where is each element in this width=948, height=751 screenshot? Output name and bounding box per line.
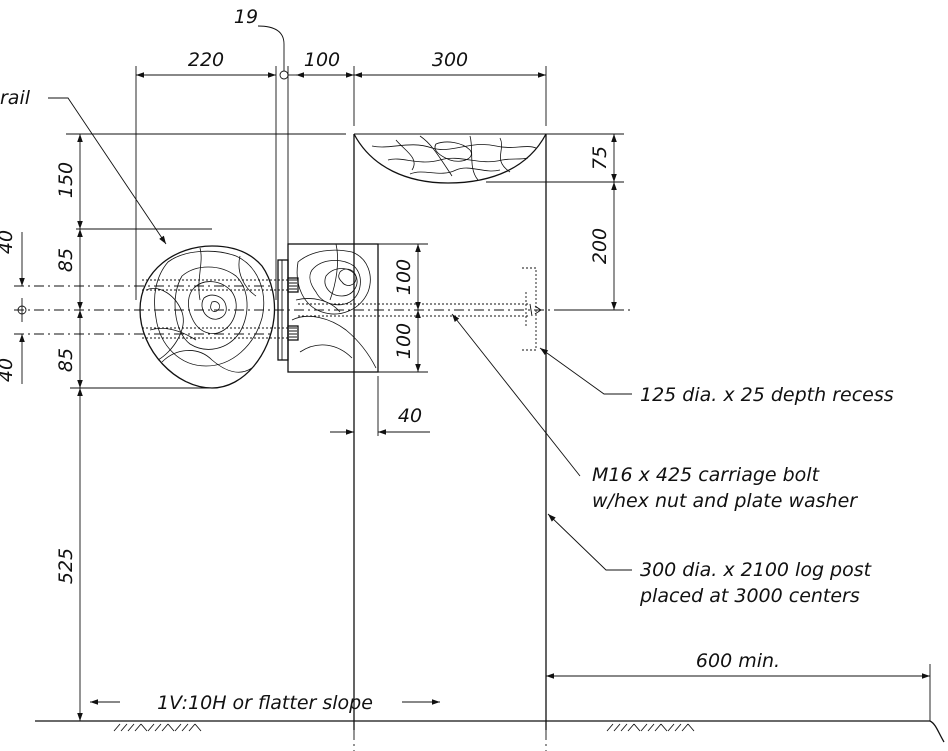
top-dimensions — [135, 25, 547, 300]
post-note-line2: placed at 3000 centers — [639, 585, 860, 607]
block-dimensions — [378, 243, 428, 373]
dim-100-upper: 100 — [393, 259, 415, 295]
bolt-note-line1: M16 x 425 carriage bolt — [592, 464, 821, 486]
dim-200: 200 — [589, 228, 611, 264]
centerlines — [14, 285, 630, 335]
ground-line — [35, 720, 945, 743]
post-note-line1: 300 dia. x 2100 log post — [640, 559, 873, 581]
dim-75: 75 — [589, 146, 611, 170]
dim-525: 525 — [55, 548, 77, 584]
dim-100-block: 100 — [304, 49, 340, 71]
rail-log — [76, 228, 276, 389]
right-dimensions — [486, 133, 624, 311]
ground-hatch — [113, 723, 695, 732]
recess-note: 125 dia. x 25 depth recess — [640, 384, 894, 406]
dim-220: 220 — [188, 49, 224, 71]
bolt-lines — [142, 279, 528, 339]
dim-40-lower: 40 — [0, 358, 17, 382]
dim-300: 300 — [432, 49, 468, 71]
slope-label: 1V:10H or flatter slope — [157, 692, 373, 714]
dim-19: 19 — [234, 6, 258, 28]
dim-600-min: 600 min. — [696, 650, 780, 672]
dim-85-lower: 85 — [55, 348, 77, 372]
dim-150: 150 — [55, 162, 77, 198]
spacer-block — [287, 243, 379, 373]
rail-label: rail — [0, 87, 31, 109]
bolt-note-line2: w/hex nut and plate washer — [592, 490, 858, 512]
dim-40-upper: 40 — [0, 230, 17, 254]
left-dimensions — [19, 133, 346, 721]
block-offset-dimension — [330, 376, 430, 436]
dim-100-lower: 100 — [393, 323, 415, 359]
log-post — [353, 133, 547, 751]
dim-85-upper: 85 — [55, 248, 77, 272]
recess — [522, 267, 542, 351]
leaders — [48, 97, 632, 571]
clearance-dimension — [546, 664, 931, 721]
dim-40-offset: 40 — [398, 405, 422, 427]
